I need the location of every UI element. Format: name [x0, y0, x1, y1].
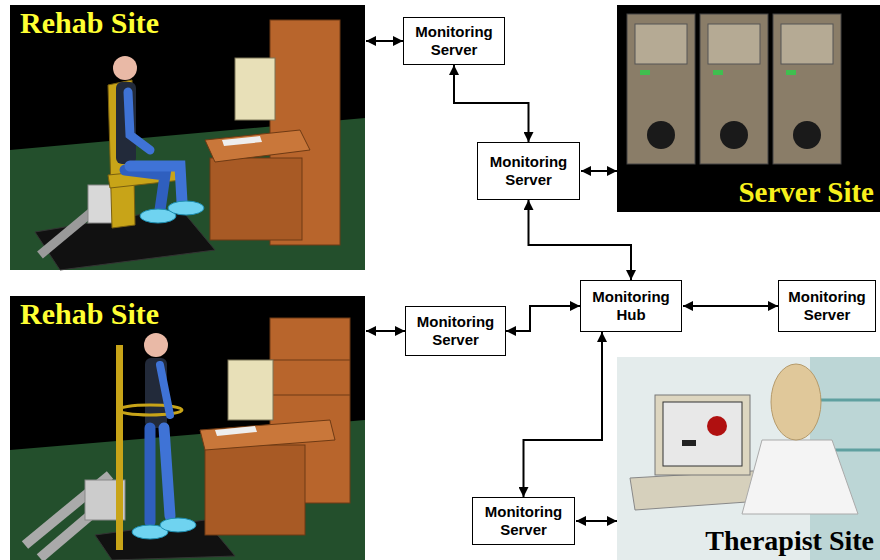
site-title: Rehab Site	[20, 299, 159, 329]
bidirectional-arrow	[454, 65, 529, 142]
box-label: Monitoring Hub	[587, 288, 675, 324]
server-tower	[773, 14, 841, 164]
foot-platform	[160, 518, 196, 532]
bidirectional-arrow	[506, 306, 580, 331]
scene-ground	[617, 5, 880, 212]
bidirectional-arrow	[576, 520, 617, 522]
server-box: Monitoring Server	[405, 306, 506, 356]
patient-arm	[128, 92, 150, 150]
site-title: Rehab Site	[20, 8, 159, 38]
patient-head	[113, 56, 137, 80]
scene-ground	[10, 296, 365, 560]
site-panel: Server Site	[617, 5, 880, 212]
server-box: Monitoring Server	[472, 497, 575, 545]
site-panel: Rehab Site	[10, 296, 365, 560]
scene-ground	[10, 5, 365, 270]
scene-ground	[617, 357, 880, 560]
bidirectional-arrow	[524, 332, 603, 497]
therapist-scene	[617, 357, 880, 560]
bidirectional-arrow	[529, 200, 632, 280]
desk-top	[200, 420, 335, 450]
box-label: Monitoring Server	[785, 288, 869, 324]
desk-top	[205, 130, 310, 162]
bidirectional-arrow	[366, 330, 405, 332]
monitor-screen	[663, 402, 742, 466]
monitor	[228, 360, 273, 420]
bidirectional-arrow	[683, 305, 778, 307]
bidirectional-arrow	[366, 40, 403, 42]
status-led	[713, 70, 723, 75]
monitor	[655, 395, 750, 475]
site-title: Therapist Site	[705, 527, 874, 555]
drive-bays	[635, 24, 687, 64]
box-label: Monitoring Server	[484, 153, 573, 189]
support-pole	[116, 345, 123, 550]
keyboard	[215, 426, 257, 436]
drive-bays	[708, 24, 760, 64]
screen-bar	[682, 440, 696, 446]
box-label: Monitoring Server	[479, 503, 568, 539]
shelf-line	[270, 395, 350, 396]
desk-body	[210, 158, 302, 240]
patient-head	[144, 333, 168, 357]
drive-bays	[781, 24, 833, 64]
fan-grille	[647, 121, 675, 149]
keyboard	[222, 136, 262, 146]
server-box: Monitoring Server	[477, 142, 580, 200]
server-tower	[700, 14, 768, 164]
site-panel: Rehab Site	[10, 5, 365, 270]
server-box: Monitoring Server	[778, 280, 876, 332]
foot-platform	[168, 201, 204, 215]
fan-grille	[793, 121, 821, 149]
rehab-scene	[10, 5, 365, 270]
screen-dot	[707, 416, 727, 436]
fan-grille	[720, 121, 748, 149]
site-panel: Therapist Site	[617, 357, 880, 560]
patient-leg	[125, 170, 165, 210]
patient-leg	[130, 166, 182, 202]
status-led	[640, 70, 650, 75]
bidirectional-arrow	[581, 170, 617, 172]
shelf-line	[270, 360, 350, 361]
patient-leg	[145, 428, 156, 522]
status-led	[786, 70, 796, 75]
server-scene	[617, 5, 880, 212]
box-label: Monitoring Server	[410, 23, 498, 59]
rehab-scene	[10, 296, 365, 560]
site-title: Server Site	[738, 178, 874, 207]
box-label: Monitoring Server	[412, 313, 499, 349]
monitor	[235, 58, 275, 120]
server-tower	[627, 14, 695, 164]
therapist-coat	[742, 440, 858, 514]
server-box: Monitoring Server	[403, 17, 505, 65]
hub-box: Monitoring Hub	[580, 280, 682, 332]
therapist-head	[771, 364, 821, 440]
patient-arm	[160, 365, 170, 415]
patient-leg	[164, 428, 170, 516]
desk-body	[205, 445, 305, 535]
